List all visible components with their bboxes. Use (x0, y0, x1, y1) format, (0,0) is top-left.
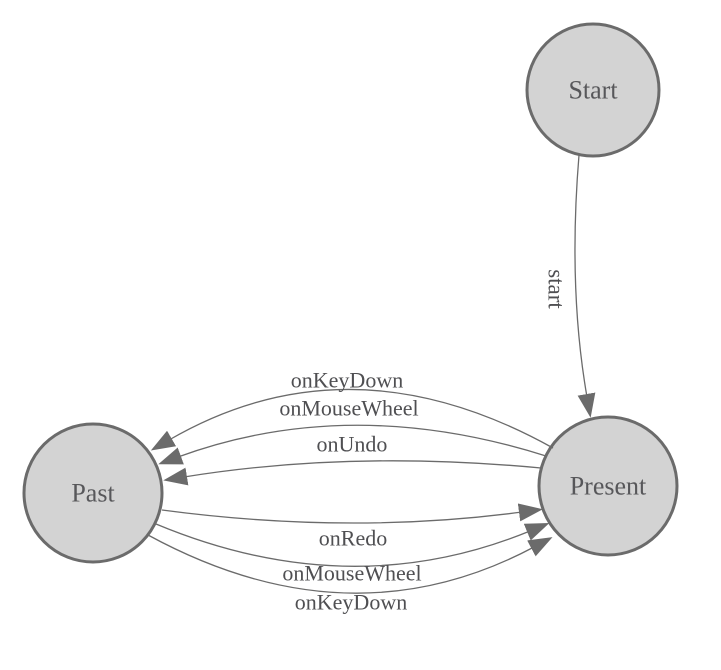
transition-label-onkeydown-bottom: onKeyDown (295, 590, 407, 615)
transition-label-onkeydown-top: onKeyDown (291, 368, 403, 393)
transition-onkeydown-to-present[interactable] (147, 534, 553, 594)
states (22, 22, 679, 564)
state-labels: Start Present Past (71, 76, 647, 508)
state-node-present[interactable] (537, 415, 679, 557)
transitions (147, 154, 596, 594)
transition-onundo-to-past[interactable] (163, 460, 542, 486)
transition-onredo-to-present[interactable] (161, 503, 543, 524)
transition-label-onmousewheel-bottom: onMouseWheel (282, 561, 421, 586)
state-label-start: Start (568, 76, 618, 105)
transition-start-to-present[interactable] (574, 154, 596, 418)
transition-label-start: start (544, 269, 569, 309)
transition-label-onredo: onRedo (319, 526, 387, 551)
state-label-past: Past (71, 479, 115, 508)
transition-label-onmousewheel-top: onMouseWheel (279, 396, 418, 421)
state-node-past[interactable] (22, 422, 164, 564)
state-node-start[interactable] (525, 22, 661, 158)
transition-onmousewheel-to-past[interactable] (158, 424, 547, 465)
transition-labels: start onKeyDown onMouseWheel onUndo onRe… (279, 269, 568, 614)
transition-onkeydown-to-past[interactable] (150, 388, 554, 451)
state-label-present: Present (570, 472, 647, 501)
transition-label-onundo: onUndo (317, 432, 388, 457)
transition-onmousewheel-to-present[interactable] (155, 523, 550, 567)
